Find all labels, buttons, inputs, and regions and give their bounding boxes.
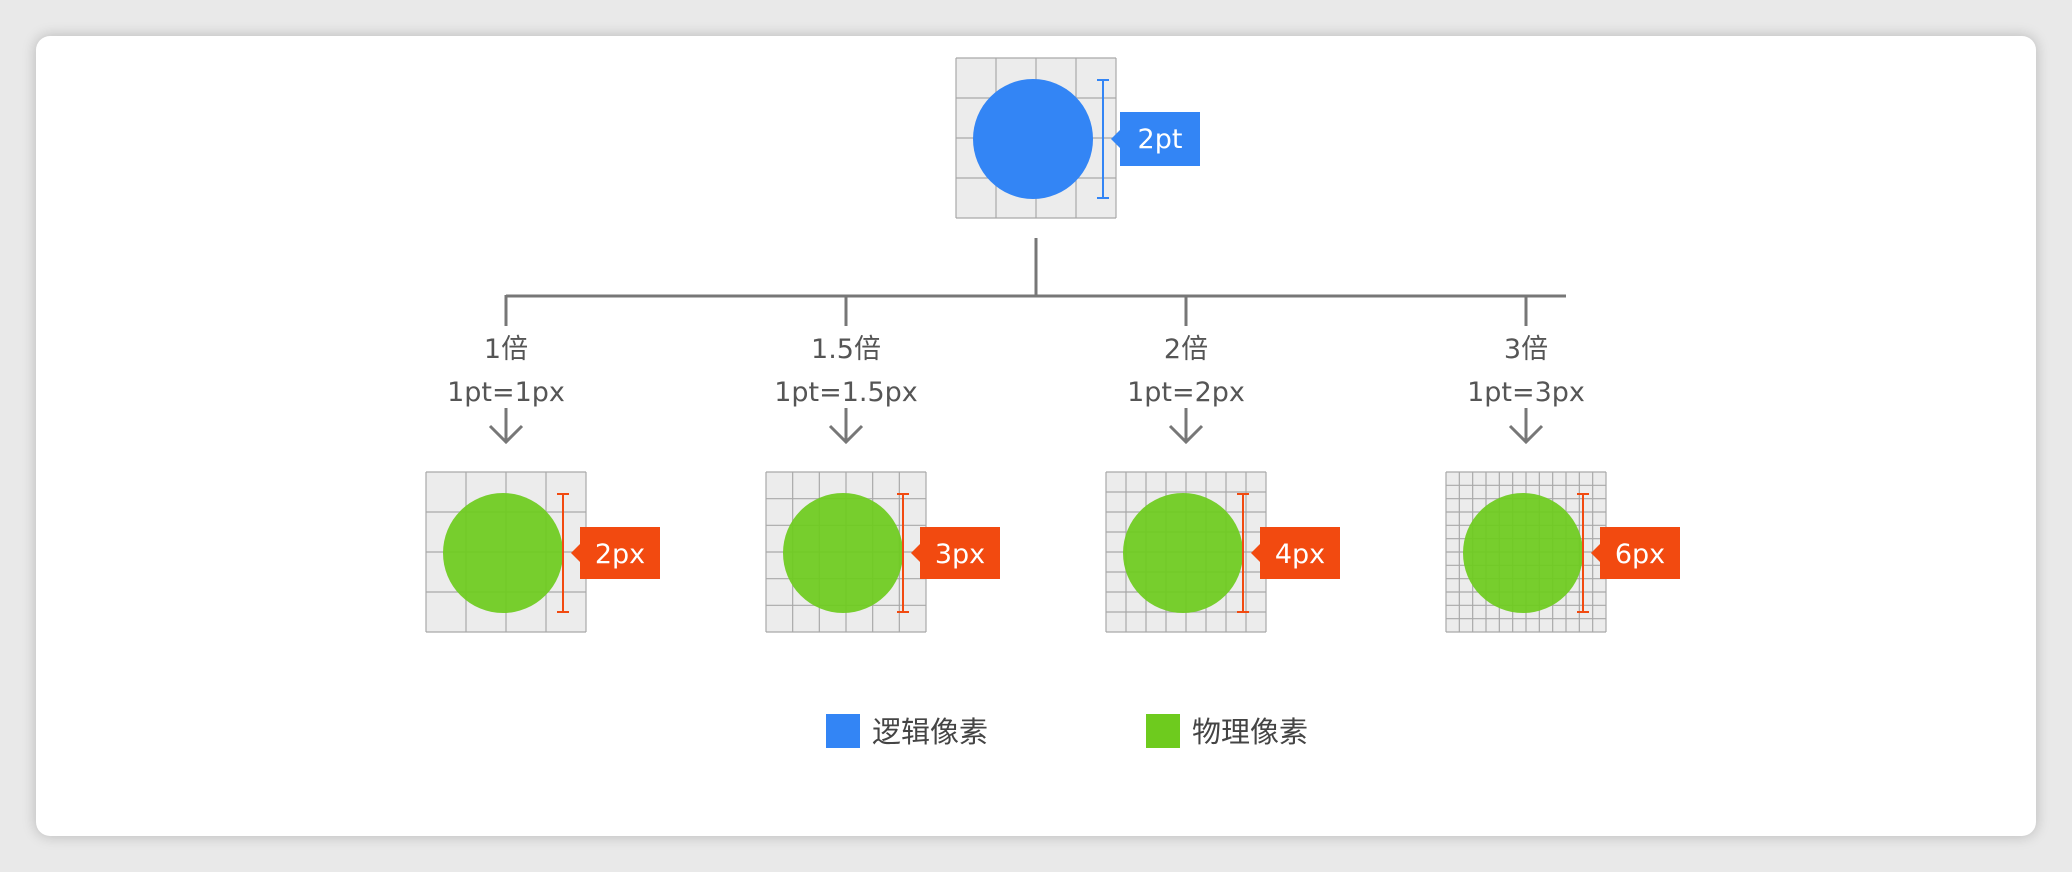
scale-factor-label: 1.5倍 [811,334,881,365]
physical-circle [1463,493,1583,613]
physical-size-label: 2px [595,539,645,570]
scale-formula-label: 1pt=1.5px [774,377,918,408]
physical-size-label: 3px [935,539,985,570]
physical-dimension-line [557,493,569,613]
down-arrow-icon [828,408,864,445]
legend-physical: 物理像素 [1146,714,1308,749]
scale-formula-label: 1pt=2px [1127,377,1245,408]
legend: 逻辑像素 物理像素 [826,714,1308,749]
legend-physical-swatch [1146,714,1180,748]
physical-tile [765,471,927,633]
physical-tile [1105,471,1267,633]
physical-size-badge: 2px [571,527,660,579]
variant-column: 1倍 1pt=1px 2px [425,334,660,633]
top-size-label: 2pt [1138,124,1183,155]
scale-formula-label: 1pt=3px [1467,377,1585,408]
variant-column: 2倍 1pt=2px 4px [1105,334,1340,633]
top-dimension-line [1097,79,1109,199]
scale-factor-label: 1倍 [484,334,528,365]
physical-circle [783,493,903,613]
physical-size-badge: 3px [911,527,1000,579]
legend-logical-label: 逻辑像素 [872,715,988,749]
connector-tree [504,238,1566,326]
physical-circle [1123,493,1243,613]
physical-dimension-line [1577,493,1589,613]
top-tile: 2pt [955,57,1200,219]
down-arrow-icon [488,408,524,445]
scale-factor-label: 2倍 [1164,334,1208,365]
legend-logical: 逻辑像素 [826,714,988,749]
down-arrow-icon [1508,408,1544,445]
legend-physical-label: 物理像素 [1192,715,1308,749]
physical-size-label: 4px [1275,539,1325,570]
top-size-badge: 2pt [1111,112,1200,166]
top-logical-circle [973,79,1093,199]
legend-logical-swatch [826,714,860,748]
variant-column: 3倍 1pt=3px 6px [1445,334,1680,633]
physical-size-label: 6px [1615,539,1665,570]
diagram-card: 2pt 1倍 1pt=1px 2px 1.5倍 1pt=1.5px 3px 2倍 1pt=2p… [36,36,2036,836]
physical-circle [443,493,563,613]
physical-tile [1445,471,1607,633]
physical-dimension-line [1237,493,1249,613]
variant-column: 1.5倍 1pt=1.5px 3px [765,334,1000,633]
scale-formula-label: 1pt=1px [447,377,565,408]
physical-size-badge: 6px [1591,527,1680,579]
physical-tile [425,471,587,633]
physical-size-badge: 4px [1251,527,1340,579]
physical-dimension-line [897,493,909,613]
pixel-scale-diagram: 2pt 1倍 1pt=1px 2px 1.5倍 1pt=1.5px 3px 2倍 1pt=2p… [425,57,1680,749]
down-arrow-icon [1168,408,1204,445]
scale-factor-label: 3倍 [1504,334,1548,365]
